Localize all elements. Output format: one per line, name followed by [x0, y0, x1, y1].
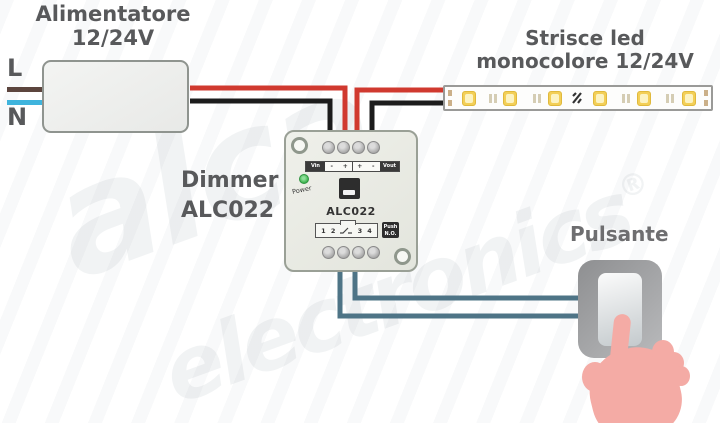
mounting-hole-icon — [291, 137, 308, 154]
solder-pad — [704, 90, 708, 96]
power-supply-label-line1: Alimentatore — [35, 2, 191, 26]
terminal-icon — [322, 141, 335, 154]
mounting-hole-icon — [394, 248, 411, 265]
power-led-icon — [299, 174, 309, 184]
push-no-badge: Push N.O. — [382, 222, 399, 238]
cut-mark-icon — [572, 92, 582, 104]
led-chip — [462, 91, 476, 106]
solder-pad — [448, 90, 452, 96]
led-chip — [548, 91, 562, 106]
terminal-label: - — [330, 163, 333, 170]
wire-red-dimmer-to-strip — [354, 87, 445, 145]
led-strip-label-line1: Strisce led — [525, 26, 645, 50]
dimmer-label: Dimmer ALC022 — [181, 166, 278, 226]
switch-symbol-icon — [340, 227, 353, 234]
pin-1: 1 — [321, 226, 326, 235]
terminal-label: Vin — [306, 162, 325, 171]
terminal-label-strip: Vin-++-Vout — [305, 161, 400, 172]
pin-3: 3 — [357, 226, 363, 235]
dimmer-label-line2: ALC022 — [181, 198, 275, 223]
led-chip — [503, 91, 517, 106]
led-strip-label: Strisce led monocolore 12/24V — [455, 27, 715, 73]
terminal-icon — [367, 141, 380, 154]
led-strip — [443, 85, 713, 111]
terminal-icon — [322, 246, 335, 259]
led-chip — [593, 91, 607, 106]
solder-pad — [448, 100, 452, 106]
pin-4: 4 — [367, 226, 372, 235]
wire-teal-dimmer-to-button-lower — [337, 250, 582, 319]
solder-pad — [622, 94, 625, 103]
led-chip — [682, 91, 696, 106]
led-strip-label-line2: monocolore 12/24V — [476, 49, 694, 73]
terminal-icon — [337, 246, 350, 259]
terminal-label: Vout — [380, 162, 399, 171]
solder-pad — [533, 94, 536, 103]
power-supply-label: Alimentatore 12/24V — [28, 2, 198, 50]
button-label: Pulsante — [570, 222, 669, 246]
terminal-icon — [352, 246, 365, 259]
terminal-label: + — [352, 162, 367, 171]
terminal-icon — [367, 246, 380, 259]
model-text: ALC022 — [326, 205, 376, 218]
connector-diagram: 1 2 3 4 — [315, 220, 378, 238]
terminal-icon — [337, 141, 350, 154]
terminal-label: + — [342, 163, 348, 170]
solder-pad — [666, 94, 669, 103]
power-supply-box — [42, 60, 189, 133]
brand-logo-icon — [339, 178, 360, 199]
terminal-label: - — [372, 163, 375, 170]
wire-red-supply-to-dimmer — [190, 85, 348, 145]
solder-pad — [671, 94, 674, 103]
led-chip — [637, 91, 651, 106]
dimmer-label-line1: Dimmer — [181, 168, 279, 193]
solder-pad — [489, 94, 492, 103]
line-neutral-label: N — [7, 103, 28, 131]
wire-live-brown — [7, 87, 43, 92]
solder-pad — [494, 94, 497, 103]
wire-neutral-blue — [7, 100, 43, 105]
power-supply-label-line2: 12/24V — [71, 26, 155, 51]
solder-pad — [704, 100, 708, 106]
hand-pressing-icon — [560, 300, 720, 423]
line-live-label: L — [7, 54, 23, 82]
solder-pad — [627, 94, 630, 103]
power-led-label: Power — [291, 184, 313, 196]
pin-2: 2 — [330, 226, 336, 235]
dimmer-module: Vin-++-Vout Power ALC022 1 2 3 4 Push N.… — [284, 130, 418, 272]
terminal-icon — [352, 141, 365, 154]
solder-pad — [538, 94, 541, 103]
